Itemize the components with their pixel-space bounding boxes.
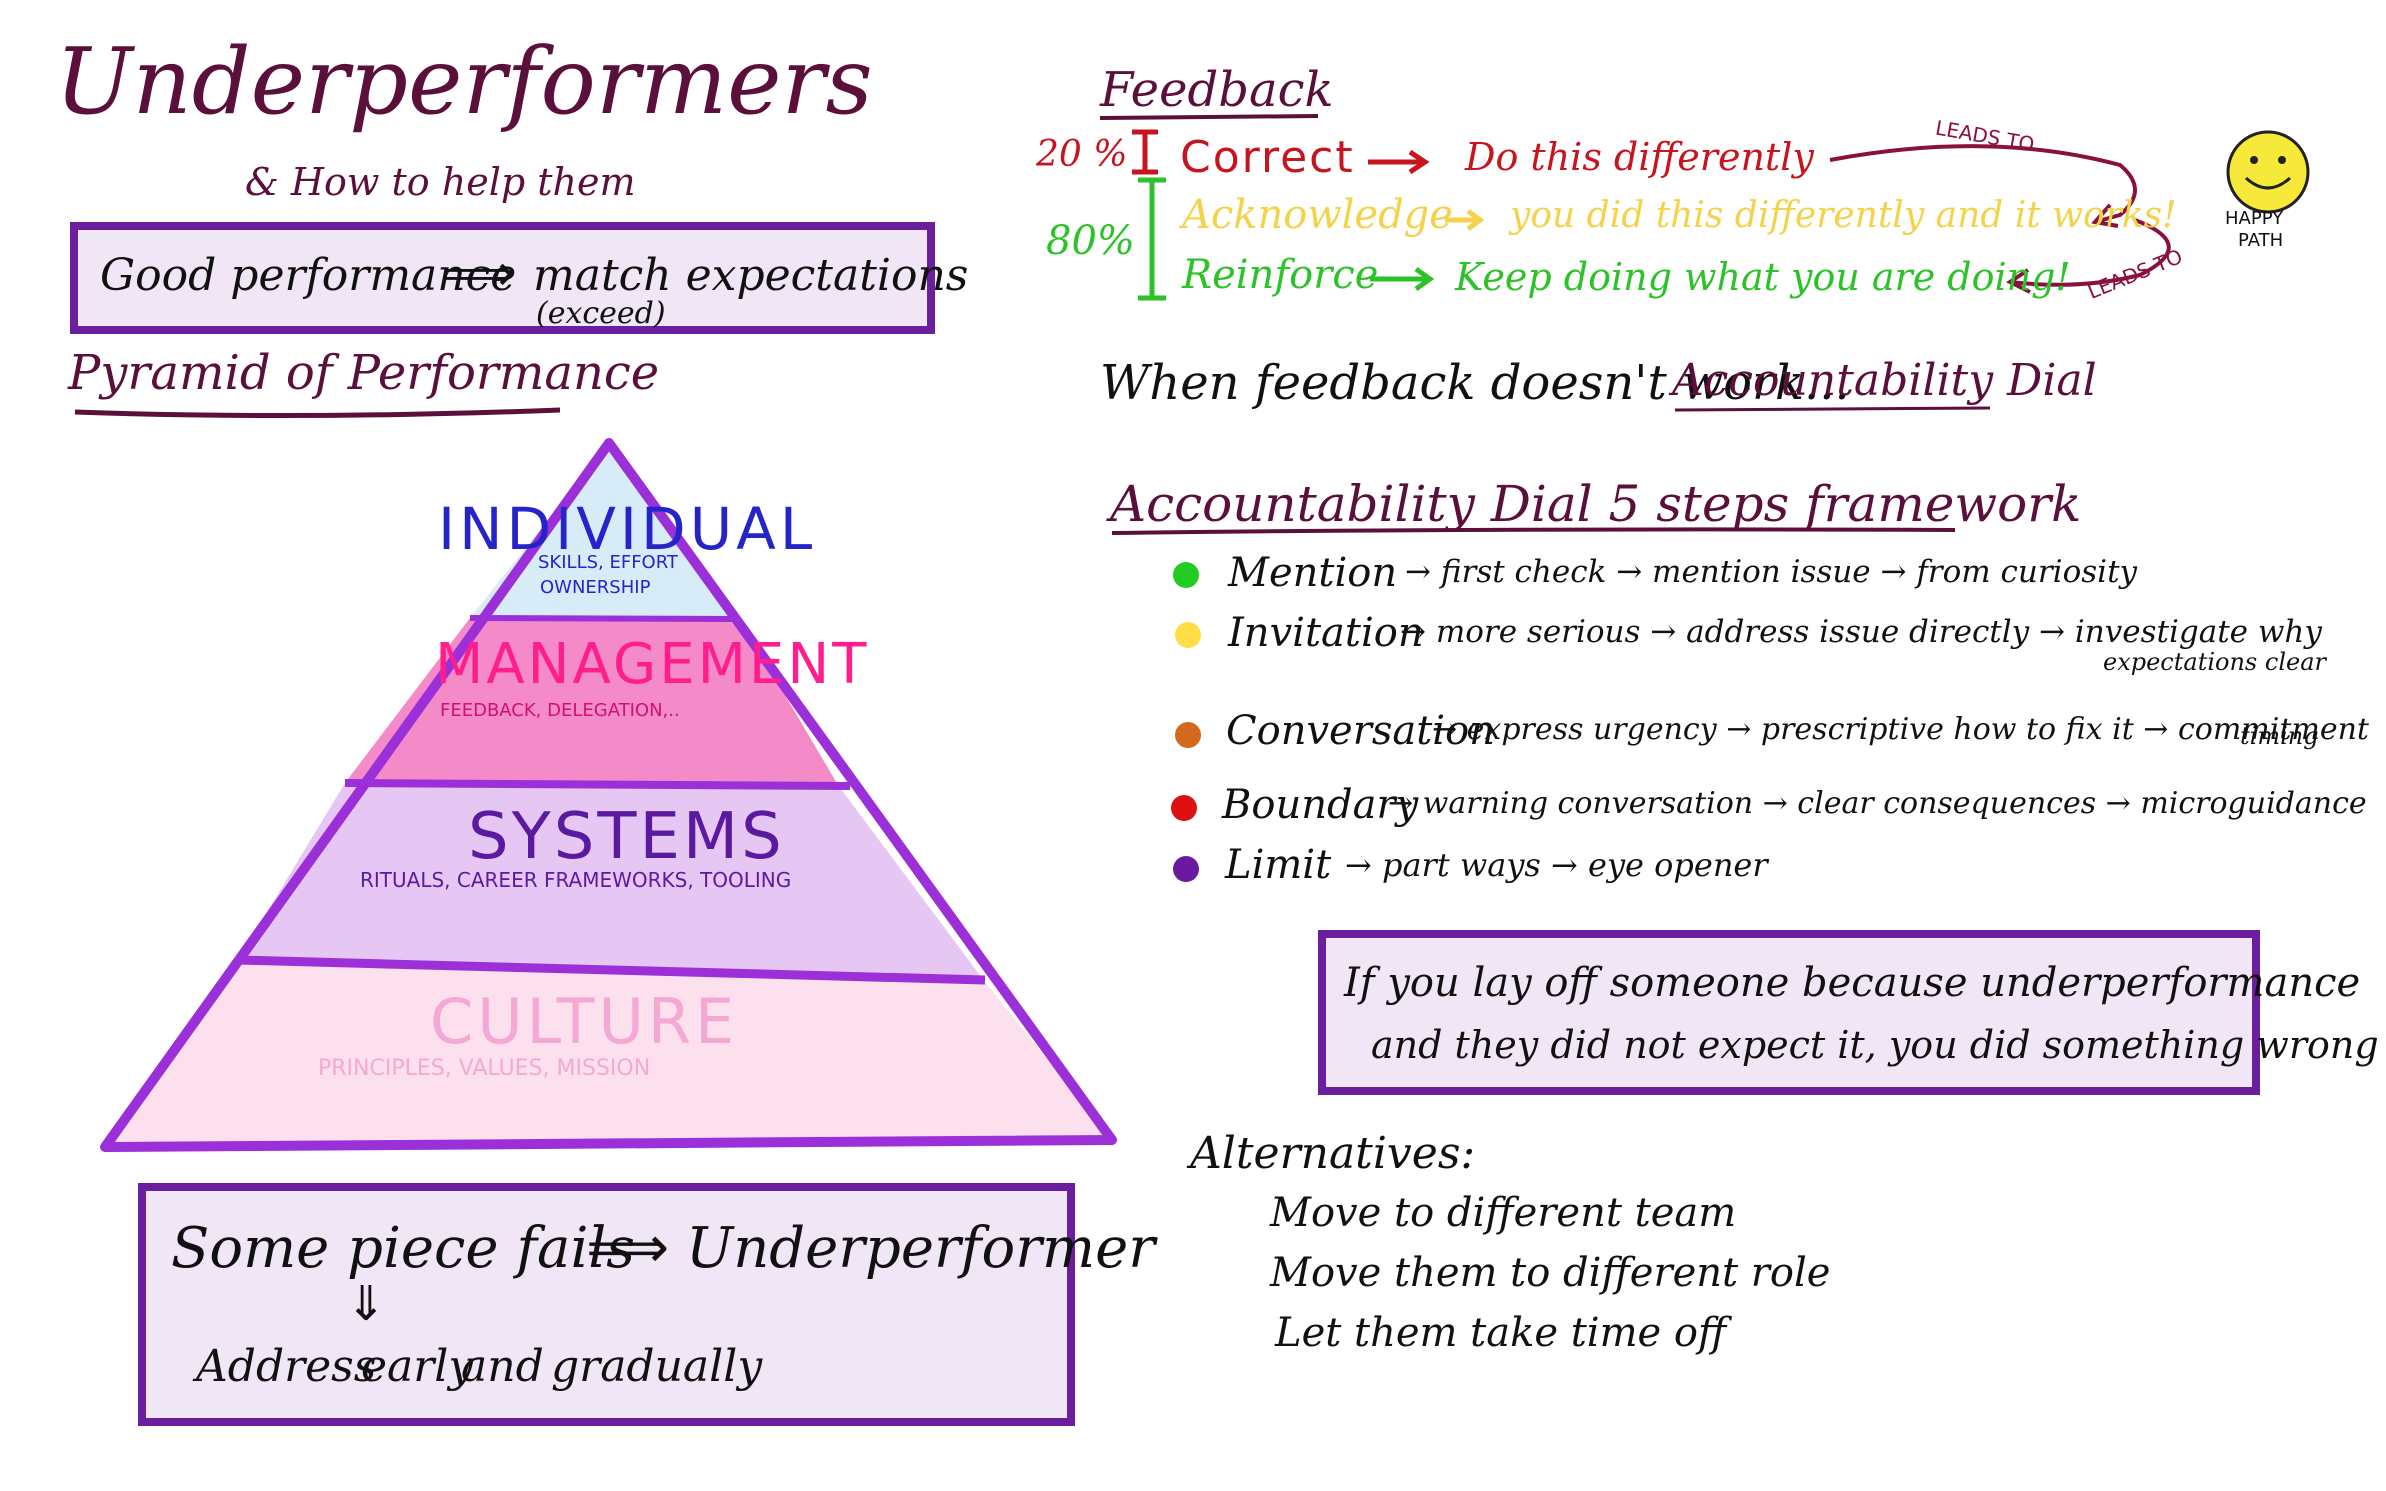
pyramid-divider-3 [237, 955, 986, 985]
address-text: Address [196, 1341, 377, 1392]
page-title: Underperformers [55, 28, 873, 135]
management-label: MANAGEMENT [435, 632, 870, 697]
pct-20: 20 % [1036, 134, 1128, 175]
expectation-note: (exceed) [536, 296, 666, 331]
pyramid-heading-underline [74, 407, 561, 419]
pyramid-divider-1 [469, 615, 741, 622]
step-conversation-text: → express urgency → prescriptive how to … [1432, 712, 2369, 747]
correct-text: Do this differently [1465, 135, 1814, 179]
dot-boundary [1171, 795, 1197, 821]
pyramid-individual-band [470, 443, 740, 619]
some-piece-fails-text: Some piece fails [171, 1216, 635, 1281]
early-text: early [361, 1341, 474, 1392]
underperformer-text: Underperformer [686, 1216, 1155, 1281]
pyramid-culture-band [105, 960, 1112, 1147]
step-mention-text: → first check → mention issue → from cur… [1405, 554, 2138, 590]
pct-80: 80% [1046, 218, 1135, 264]
step-limit-name: Limit [1225, 842, 1332, 888]
pyramid-divider-2 [344, 779, 851, 790]
acknowledge-arrow [1445, 209, 1485, 231]
alternative-item: Move them to different role [1270, 1250, 1831, 1296]
dot-invitation [1175, 622, 1201, 648]
implies-arrow-icon: ⟹ [443, 244, 515, 302]
culture-label: CULTURE [430, 985, 739, 1058]
step-invitation-text: → more serious → address issue directly … [1400, 614, 2322, 650]
dot-conversation [1175, 722, 1201, 748]
smiley-icon [2226, 130, 2310, 214]
pyramid-systems-band [238, 783, 982, 978]
acknowledge-text: you did this differently and it works! [1510, 195, 2177, 236]
step-mention-name: Mention [1228, 550, 1398, 596]
reinforce-label: Reinforce [1182, 252, 1379, 298]
dial-heading: Accountability Dial 5 steps framework [1110, 475, 2082, 533]
culture-detail: PRINCIPLES, VALUES, MISSION [318, 1056, 651, 1081]
layoff-line-2: and they did not expect it, you did some… [1371, 1023, 2379, 1067]
dot-mention [1173, 562, 1199, 588]
leads-to-arrow-2 [2006, 218, 2171, 294]
systems-label: SYSTEMS [468, 800, 785, 874]
implies-arrow-2-icon: ⟹ [586, 1213, 670, 1281]
dial-heading-underline [1111, 527, 1956, 535]
correct-label: Correct [1180, 132, 1355, 183]
step-conversation-name: Conversation [1226, 708, 1495, 754]
individual-label: INDIVIDUAL [438, 495, 817, 563]
step-boundary-name: Boundary [1222, 782, 1419, 828]
happy-path-line-2: PATH [2238, 230, 2284, 251]
leads-to-arrow-1 [1829, 144, 2137, 228]
happy-path-line-1: HAPPY [2225, 208, 2284, 229]
layoff-box: If you lay off someone because underperf… [1318, 930, 2379, 1095]
individual-detail-2: OWNERSHIP [540, 577, 651, 598]
expectation-right: match expectations [533, 250, 969, 301]
step-boundary-text: → warning conversation → clear consequen… [1388, 786, 2367, 821]
systems-detail: RITUALS, CAREER FRAMEWORKS, TOOLING [360, 868, 792, 892]
pyramid-management-band [345, 618, 838, 785]
alternatives-heading: Alternatives: [1190, 1128, 1476, 1179]
alternative-item: Let them take time off [1275, 1310, 1727, 1356]
layoff-line-1: If you lay off someone because underperf… [1344, 960, 2361, 1006]
step-conversation-extra: timing [2240, 722, 2319, 750]
step-limit-text: → part ways → eye opener [1345, 846, 1768, 884]
management-detail: FEEDBACK, DELEGATION,.. [440, 700, 680, 721]
correct-arrow [1368, 149, 1430, 175]
when-feedback-text: When feedback doesn't work... [1100, 355, 1850, 411]
reinforce-arrow [1370, 266, 1435, 292]
gradually-text: gradually [551, 1341, 763, 1392]
underperformer-box: Some piece fails ⟹ Underperformer ⇓ Addr… [138, 1183, 1155, 1426]
feedback-heading: Feedback [1100, 62, 1334, 118]
acknowledge-label: Acknowledge [1182, 192, 1453, 238]
pyramid-heading: Pyramid of Performance [68, 345, 660, 401]
reinforce-text: Keep doing what you are doing! [1455, 255, 2071, 299]
dot-limit [1173, 856, 1199, 882]
pyramid-outline [100, 438, 1117, 1152]
alternative-item: Move to different team [1270, 1190, 1737, 1236]
page-subtitle: & How to help them [245, 160, 636, 204]
individual-detail-1: SKILLS, EFFORT [538, 552, 678, 573]
down-arrow-icon: ⇓ [346, 1276, 387, 1332]
expectation-box: Good performance ⟹ match expectations (e… [70, 222, 968, 334]
feedback-underline [1099, 114, 1319, 120]
step-invitation-name: Invitation [1228, 610, 1424, 656]
accountability-dial-link: Accountability Dial [1672, 355, 2097, 406]
expectation-left: Good performance [100, 250, 517, 301]
step-invitation-extra: expectations clear [2103, 648, 2326, 676]
and-text: and [461, 1341, 544, 1392]
accountability-link-underline [1674, 406, 1991, 412]
